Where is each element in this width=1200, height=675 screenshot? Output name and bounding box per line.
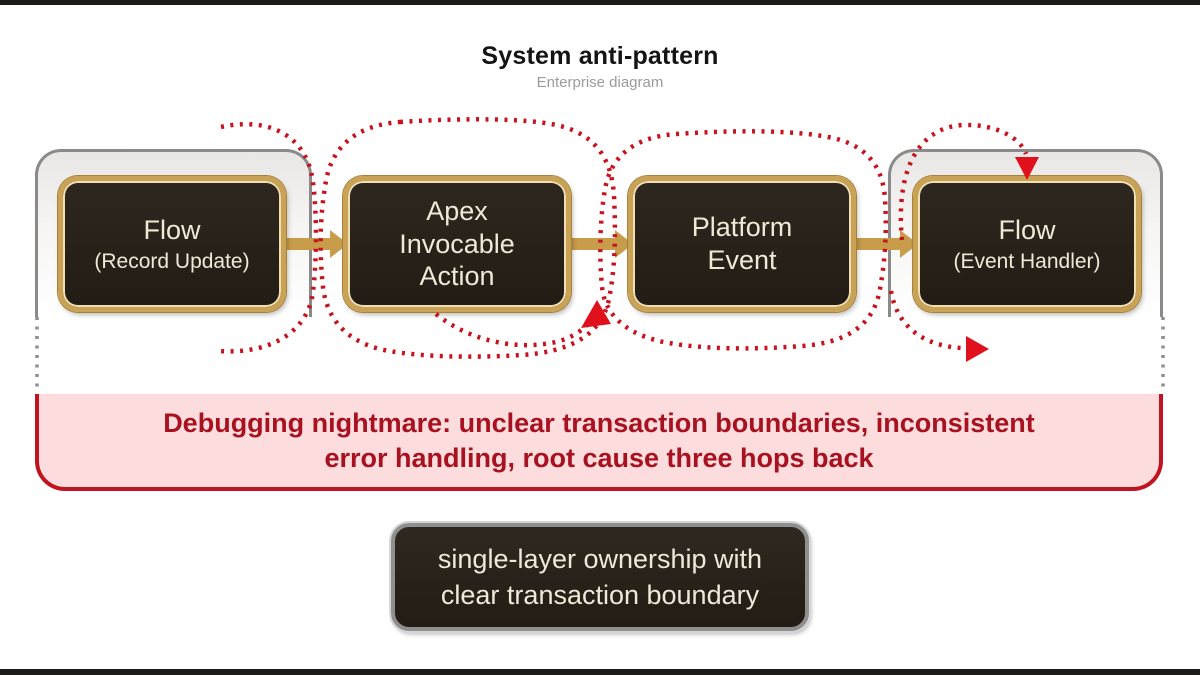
warning-line-2: error handling, root cause three hops ba… bbox=[324, 442, 874, 473]
solution-line-1: single-layer ownership with bbox=[437, 544, 763, 574]
node-apex-invocable-action: Apex Invocable Action bbox=[343, 176, 571, 312]
dotted-boundary-line bbox=[35, 317, 1165, 391]
solution-line-2: clear transaction boundary bbox=[440, 580, 760, 610]
node-flow-record-update: Flow (Record Update) bbox=[58, 176, 286, 312]
node-flow-event-handler: Flow (Event Handler) bbox=[913, 176, 1141, 312]
node-subtitle: (Event Handler) bbox=[953, 250, 1101, 274]
page-subtitle: Enterprise diagram bbox=[536, 74, 664, 91]
node-title: Flow bbox=[143, 214, 201, 245]
node-title: Apex Invocable Action bbox=[399, 195, 515, 292]
warning-line-1: Debugging nightmare: unclear transaction… bbox=[163, 407, 1035, 438]
top-letterbox-bar bbox=[0, 0, 1200, 5]
node-subtitle: (Record Update) bbox=[94, 250, 250, 274]
bottom-letterbox-bar bbox=[0, 669, 1200, 675]
solution-box: single-layer ownership with clear transa… bbox=[391, 523, 809, 631]
node-title: Platform Event bbox=[691, 212, 793, 275]
node-platform-event: Platform Event bbox=[628, 176, 856, 312]
warning-banner: Debugging nightmare: unclear transaction… bbox=[35, 394, 1163, 491]
diagram-header: System anti-pattern Enterprise diagram bbox=[0, 42, 1200, 91]
page-title: System anti-pattern bbox=[481, 42, 719, 70]
node-title: Flow bbox=[998, 214, 1056, 245]
